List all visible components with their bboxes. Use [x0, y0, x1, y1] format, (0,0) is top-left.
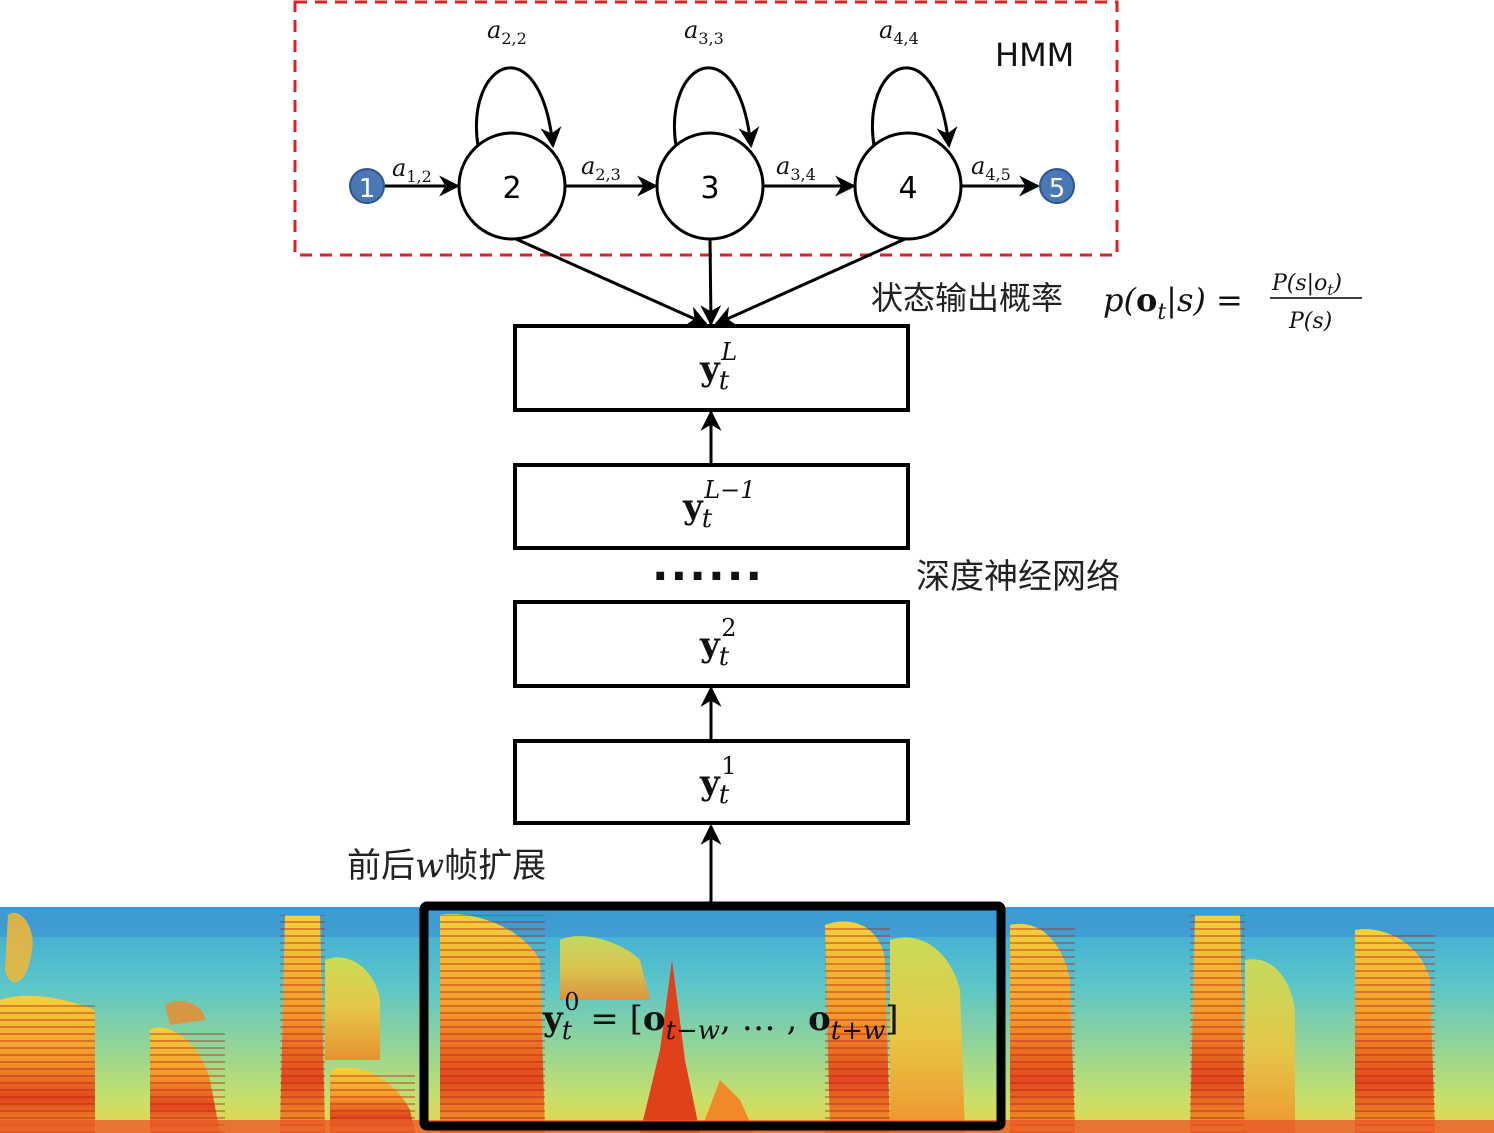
hmm-state-3-label: 3	[700, 171, 719, 206]
hmm-state-2-label: 2	[502, 171, 521, 206]
hmm-title: HMM	[995, 36, 1074, 74]
hmm-state-4: 4	[853, 131, 963, 241]
hmm-start-node: 1	[349, 168, 385, 204]
dnn-label: 深度神经网络	[916, 557, 1120, 597]
dnn-layer-L-1-label: ytL−1	[682, 476, 756, 534]
self-loop-label-4: a4,4	[879, 16, 919, 48]
transition-label-2-3: a2,3	[581, 152, 621, 184]
output-probability-label: 状态输出概率 p(ot|s) = P(s|ot) P(s)	[871, 271, 1362, 334]
self-loop-4	[871, 66, 958, 149]
self-loop-3	[673, 66, 760, 149]
hmm-end-label: 5	[1049, 174, 1066, 204]
dnn-layer-2-label: yt2	[699, 614, 737, 672]
hmm-end-node: 5	[1039, 168, 1075, 204]
input-layer-formula: yt0 = [ot−w, … , ot+w]	[542, 988, 899, 1046]
dnn-layer-1-label: yt1	[699, 752, 737, 810]
state-2-to-output-arrow	[515, 237, 708, 326]
transition-label-4-5: a4,5	[971, 152, 1011, 184]
dnn-layer-1: yt1	[513, 739, 910, 825]
self-loop-label-2: a2,2	[487, 16, 527, 48]
output-probability-formula: p(ot|s) =	[1103, 281, 1243, 325]
dnn-layer-L-label: ytL	[699, 338, 737, 396]
input-frame-window	[419, 901, 1006, 1131]
hmm-region-border	[293, 0, 1119, 257]
dnn-layer-2: yt2	[513, 600, 910, 688]
transition-label-3-4: a3,4	[776, 152, 816, 184]
dnn-ellipsis: ......	[652, 540, 764, 591]
hmm-state-2: 2	[457, 131, 567, 241]
spectrogram	[0, 907, 1494, 1133]
output-probability-denominator: P(s)	[1288, 309, 1332, 334]
hmm-state-4-label: 4	[898, 171, 917, 206]
hmm-state-3: 3	[655, 131, 765, 241]
self-loop-2	[475, 66, 562, 149]
state-3-to-output-arrow	[700, 238, 722, 327]
self-loop-label-3: a3,3	[684, 16, 724, 48]
context-expansion-label: 前后w帧扩展	[347, 846, 546, 886]
dnn-layer-L-1: ytL−1	[513, 463, 910, 550]
state-4-to-output-arrow	[714, 237, 906, 326]
output-probability-text: 状态输出概率	[871, 279, 1063, 317]
hmm-start-label: 1	[359, 174, 376, 204]
dnn-layer-L: ytL	[513, 324, 910, 412]
transition-label-1-2: a1,2	[392, 154, 432, 186]
output-probability-numerator: P(s|ot)	[1271, 271, 1342, 299]
